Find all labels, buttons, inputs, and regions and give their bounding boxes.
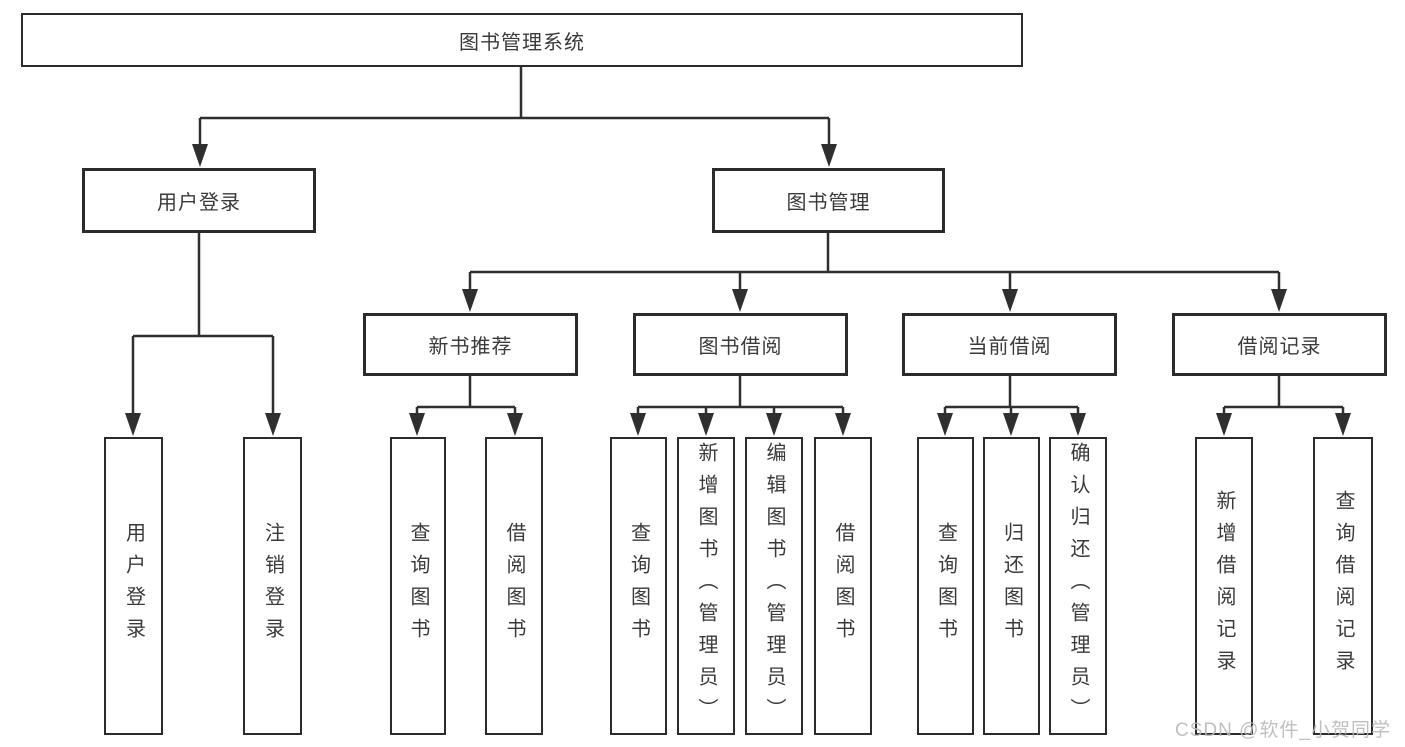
leaf-add-books-admin: 新增图书（管理员）	[677, 437, 735, 735]
csdn-watermark: CSDN @软件_小贺同学	[1175, 720, 1391, 741]
node-book-management: 图书管理	[712, 168, 945, 233]
node-new-book-recommend: 新书推荐	[363, 313, 578, 376]
node-borrow-records-label: 借阅记录	[1237, 336, 1322, 358]
leaf-query-borrow-record: 查询借阅记录	[1313, 437, 1373, 735]
leaf-user-login: 用户登录	[104, 437, 163, 735]
leaf-query-books-borrow-label: 查询图书	[627, 522, 650, 650]
leaf-edit-books-admin-label: 编辑图书（管理员）	[763, 442, 785, 730]
node-current-borrow-label: 当前借阅	[967, 336, 1052, 358]
node-book-management-label: 图书管理	[786, 192, 871, 214]
leaf-return-books: 归还图书	[983, 437, 1040, 735]
node-book-borrow-label: 图书借阅	[698, 336, 783, 358]
leaf-add-books-admin-label: 新增图书（管理员）	[695, 442, 717, 730]
leaf-confirm-return-admin: 确认归还（管理员）	[1049, 437, 1107, 735]
node-user-login-label: 用户登录	[157, 192, 241, 214]
node-borrow-records: 借阅记录	[1172, 313, 1387, 376]
leaf-edit-books-admin: 编辑图书（管理员）	[745, 437, 803, 735]
leaf-add-borrow-record: 新增借阅记录	[1195, 437, 1253, 735]
leaf-borrow-books-recommend-label: 借阅图书	[503, 522, 525, 650]
leaf-return-books-label: 归还图书	[1000, 522, 1023, 650]
leaf-confirm-return-admin-label: 确认归还（管理员）	[1067, 442, 1089, 730]
arrowheads	[125, 144, 1351, 436]
leaf-logout: 注销登录	[243, 437, 302, 735]
leaf-borrow-books-recommend: 借阅图书	[485, 437, 543, 735]
leaf-user-login-label: 用户登录	[122, 522, 145, 650]
leaf-borrow-books-label: 借阅图书	[832, 522, 854, 650]
leaf-query-books-borrow: 查询图书	[610, 437, 667, 735]
node-new-book-recommend-label: 新书推荐	[428, 336, 513, 358]
node-current-borrow: 当前借阅	[902, 313, 1117, 376]
leaf-logout-label: 注销登录	[261, 522, 284, 650]
node-book-borrow: 图书借阅	[633, 313, 848, 376]
leaf-borrow-books: 借阅图书	[814, 437, 872, 735]
node-user-login: 用户登录	[82, 168, 316, 233]
leaf-query-books-current-label: 查询图书	[934, 522, 957, 650]
leaf-query-books-recommend: 查询图书	[390, 437, 446, 735]
node-root-system: 图书管理系统	[21, 13, 1023, 67]
leaf-add-borrow-record-label: 新增借阅记录	[1213, 490, 1235, 682]
leaf-query-books-current: 查询图书	[917, 437, 974, 735]
leaf-query-borrow-record-label: 查询借阅记录	[1332, 490, 1354, 682]
node-root-label: 图书管理系统	[459, 31, 585, 54]
leaf-query-books-recommend-label: 查询图书	[407, 522, 429, 650]
